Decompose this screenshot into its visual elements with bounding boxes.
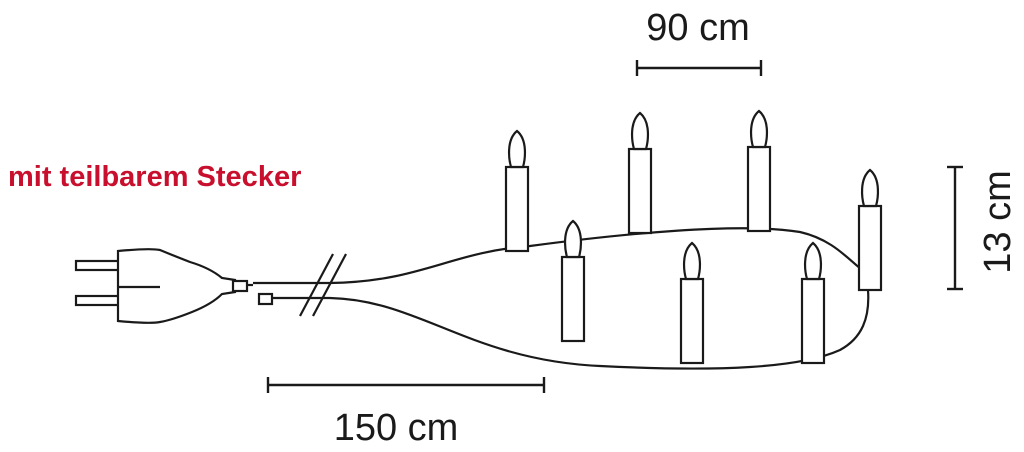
candle-icon [679, 241, 705, 365]
spacing-dimension-label: 90 cm [646, 7, 749, 49]
candle-icon [800, 241, 826, 365]
candles [504, 109, 883, 365]
candle-icon [627, 111, 653, 235]
cable-break-marks [299, 253, 347, 317]
spacing-dimension-line [635, 60, 763, 76]
height-dimension-line [947, 165, 963, 291]
height-dimension-label: 13 cm [977, 170, 1019, 273]
candle-icon [746, 109, 772, 233]
plug-note-label: mit teilbarem Stecker [8, 161, 301, 193]
cable-length-dimension-label: 150 cm [334, 407, 459, 449]
cable [253, 227, 870, 370]
cable-length-dimension-line [266, 377, 546, 393]
plug-icon [74, 248, 274, 324]
candle-icon [560, 219, 586, 343]
candle-icon [857, 168, 883, 292]
candle-icon [504, 129, 530, 253]
